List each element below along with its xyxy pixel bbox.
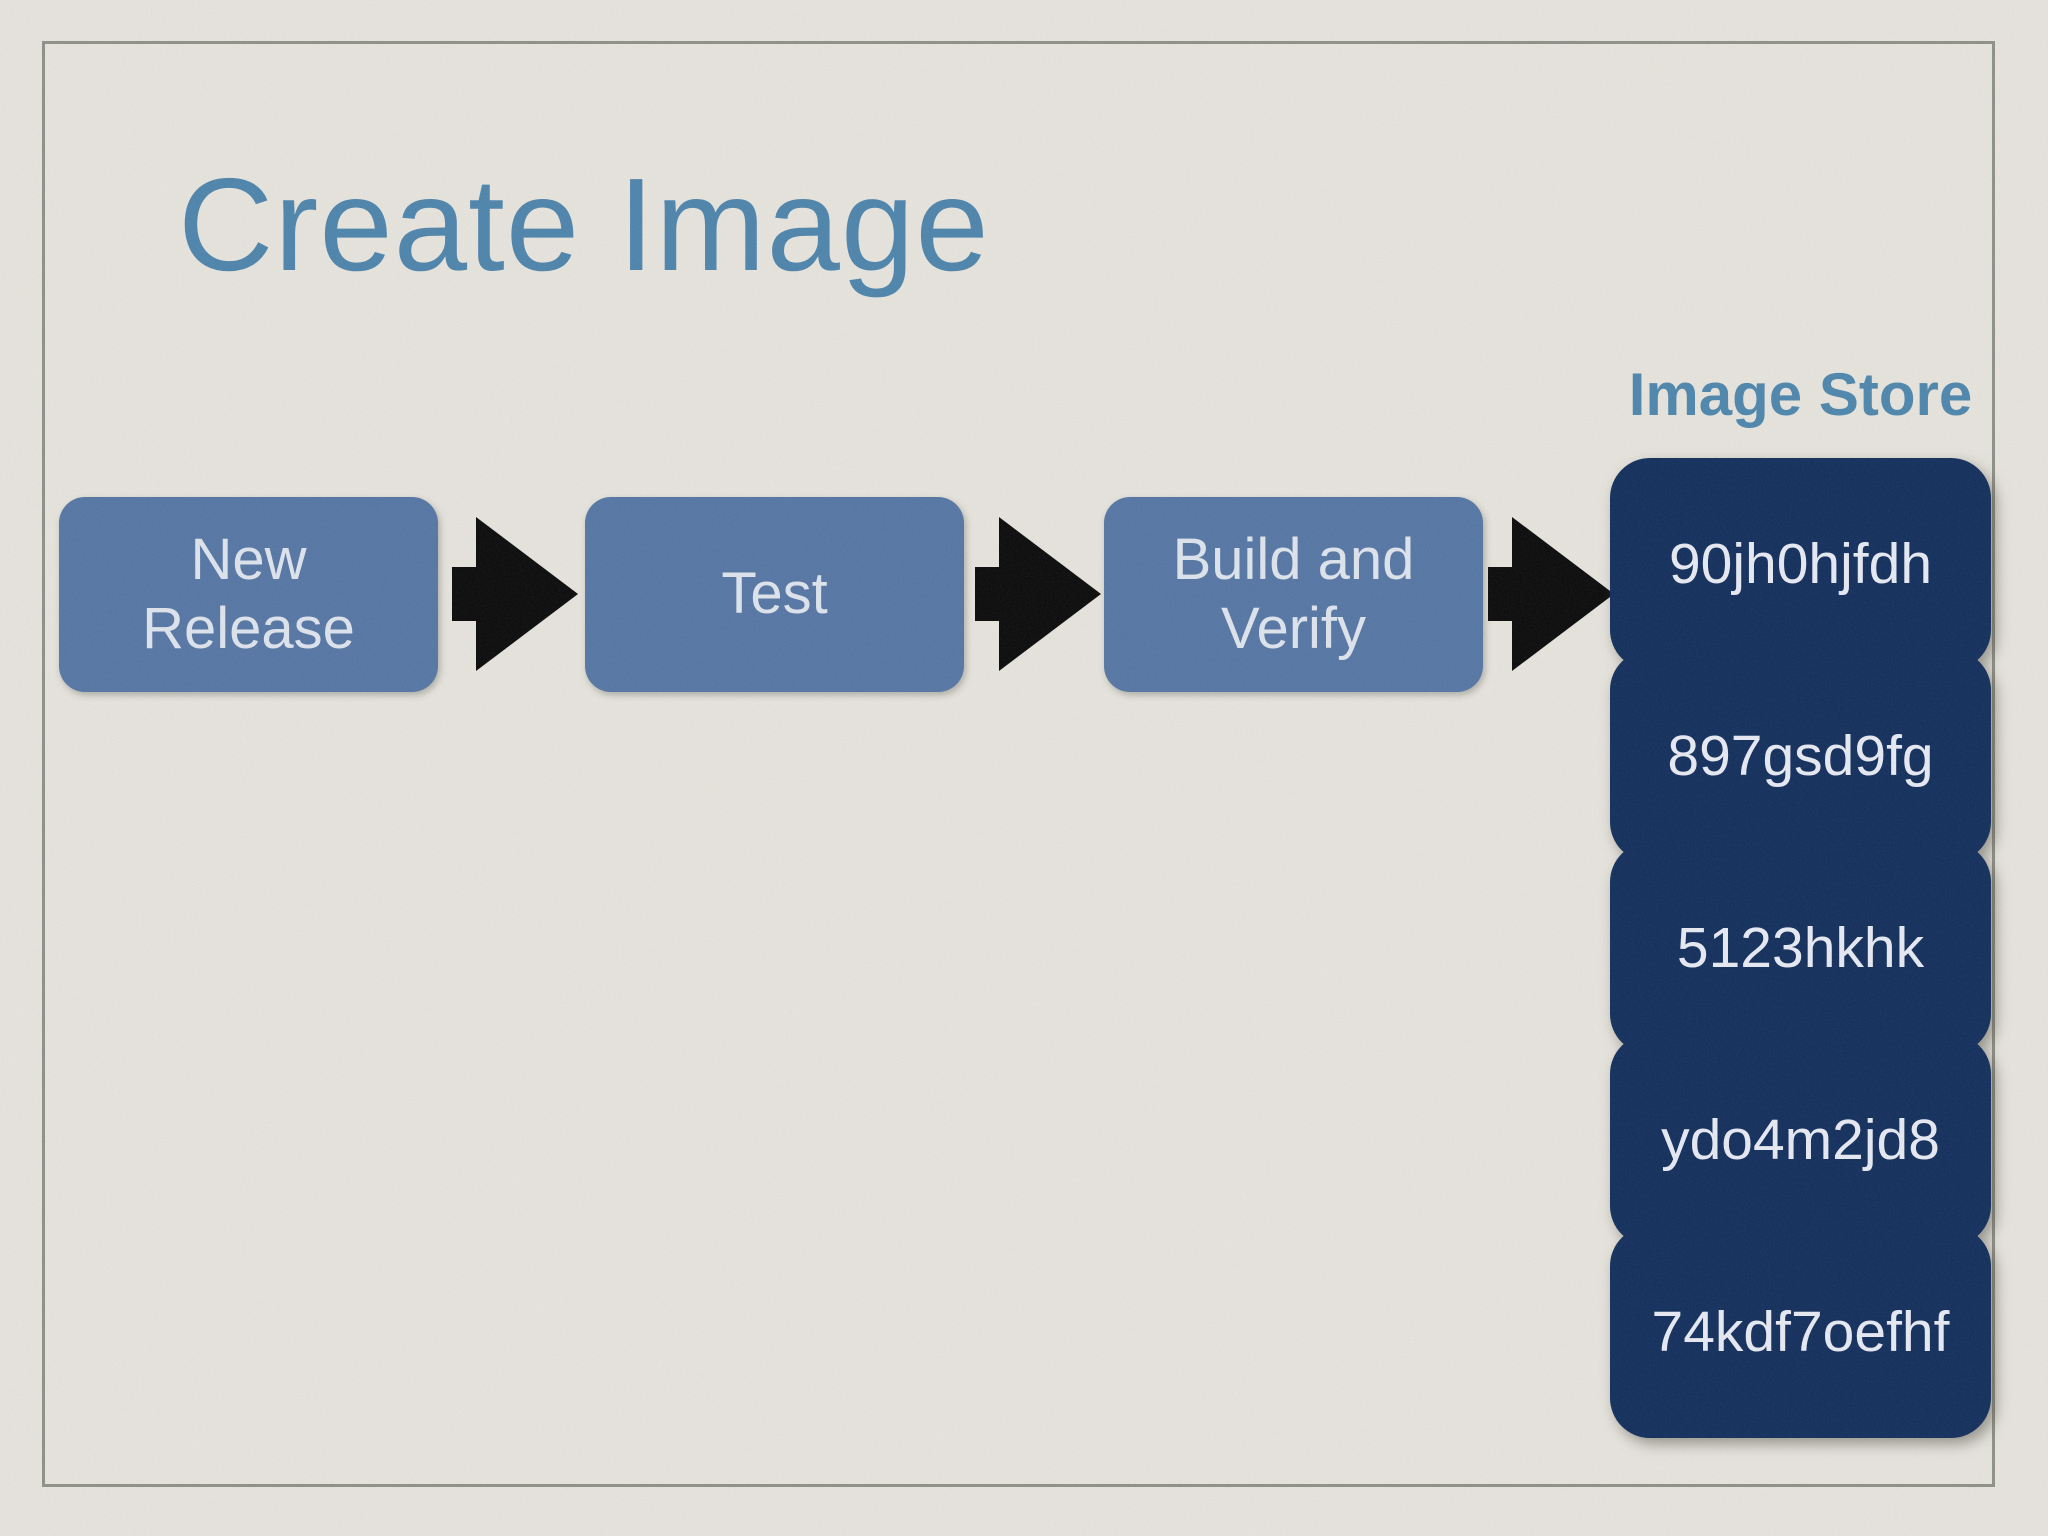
image-store-title: Image Store	[1628, 361, 1973, 428]
flow-node-label: Build and Verify	[1172, 527, 1415, 661]
right-arrow-icon	[452, 517, 578, 671]
arrow-head	[476, 517, 578, 671]
flow-node-build-and-verify: Build and Verify	[1104, 497, 1483, 692]
image-id-label: 897gsd9fg	[1667, 724, 1934, 788]
image-store-item: ydo4m2jd8	[1610, 1034, 1991, 1246]
flow-node-test: Test	[585, 497, 964, 692]
image-store-item: 90jh0hjfdh	[1610, 458, 1991, 670]
image-id-label: 5123hkhk	[1676, 916, 1925, 980]
image-store-item: 897gsd9fg	[1610, 650, 1991, 862]
image-id-label: ydo4m2jd8	[1661, 1108, 1940, 1172]
image-store-stack: 90jh0hjfdh 897gsd9fg 5123hkhk ydo4m2jd8 …	[1610, 458, 1991, 1438]
right-arrow-icon	[1488, 517, 1614, 671]
flow-node-new-release: New Release	[59, 497, 438, 692]
image-store-item: 5123hkhk	[1610, 842, 1991, 1054]
flow-node-label: New Release	[142, 527, 355, 661]
image-store-item: 74kdf7oefhf	[1610, 1226, 1991, 1438]
arrow-tail	[1488, 567, 1512, 621]
arrow-head	[999, 517, 1101, 671]
image-id-label: 74kdf7oefhf	[1651, 1300, 1950, 1364]
flow-node-label: Test	[721, 561, 828, 627]
right-arrow-icon	[975, 517, 1101, 671]
arrow-head	[1512, 517, 1614, 671]
arrow-tail	[452, 567, 476, 621]
slide-title: Create Image	[178, 151, 990, 298]
image-id-label: 90jh0hjfdh	[1668, 532, 1933, 596]
arrow-tail	[975, 567, 999, 621]
